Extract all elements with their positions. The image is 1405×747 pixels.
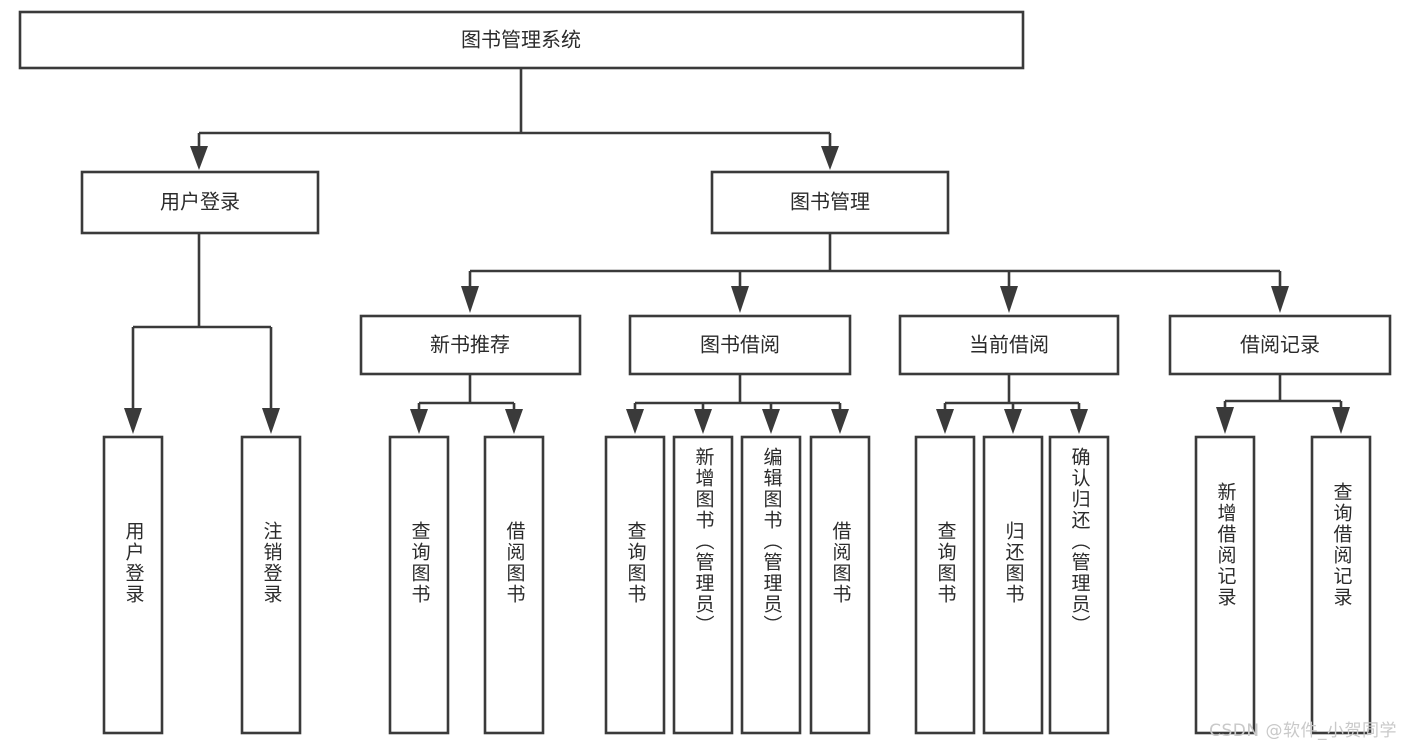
node-current-borrow-label: 当前借阅: [969, 333, 1049, 357]
arrow-bookborrow-leaf-2: [694, 409, 712, 434]
leaf-box-current-borrow-1[interactable]: [914, 435, 976, 735]
leaf-box-borrow-record-2[interactable]: [1310, 435, 1372, 735]
arrow-currentborrow-leaf-3: [1070, 409, 1088, 434]
arrow-newbook-leaf-1: [410, 409, 428, 434]
connector-group-book-management: [461, 233, 1289, 313]
arrow-user-leaf-1: [124, 408, 142, 434]
arrow-currentborrow-leaf-1: [936, 409, 954, 434]
arrow-to-user-login: [190, 146, 208, 170]
connector-group-book-borrow: [626, 374, 849, 434]
arrow-bookborrow-leaf-1: [626, 409, 644, 434]
arrow-borrowrecord-leaf-1: [1216, 407, 1234, 434]
arrow-to-current-borrow: [1000, 286, 1018, 313]
node-borrow-record-box[interactable]: [1168, 314, 1392, 376]
csdn-watermark: CSDN @软件_小贺同学: [1209, 721, 1397, 741]
arrow-user-leaf-2: [262, 408, 280, 434]
arrow-to-book-borrow: [731, 286, 749, 313]
node-new-book-recommend-box[interactable]: [359, 314, 582, 376]
node-user-login-box[interactable]: [80, 170, 320, 235]
connector-group-root: [190, 68, 839, 170]
connector-group-current-borrow: [936, 374, 1088, 434]
node-borrow-record-label: 借阅记录: [1240, 333, 1320, 357]
arrow-bookborrow-leaf-3: [762, 409, 780, 434]
node-new-book-recommend-label: 新书推荐: [430, 333, 510, 357]
leaf-box-book-borrow-4[interactable]: [809, 435, 871, 735]
leaf-box-book-borrow-2[interactable]: [672, 435, 734, 735]
node-root-label: 图书管理系统: [461, 28, 581, 52]
arrow-currentborrow-leaf-2: [1004, 409, 1022, 434]
leaf-box-book-borrow-1[interactable]: [604, 435, 666, 735]
arrow-to-book-management: [821, 146, 839, 170]
arrow-newbook-leaf-2: [505, 409, 523, 434]
node-book-management-label: 图书管理: [790, 190, 870, 214]
leaf-box-book-borrow-3[interactable]: [740, 435, 802, 735]
connector-group-user-login: [124, 233, 280, 434]
leaf-box-borrow-record-1[interactable]: [1194, 435, 1256, 735]
arrow-to-borrow-record: [1271, 286, 1289, 313]
leaf-box-new-book-2[interactable]: [483, 435, 545, 735]
node-root-box[interactable]: [18, 10, 1025, 70]
leaf-box-user-login-1[interactable]: [102, 435, 164, 735]
leaf-box-user-login-2[interactable]: [240, 435, 302, 735]
node-current-borrow-box[interactable]: [898, 314, 1120, 376]
node-book-borrow-box[interactable]: [628, 314, 852, 376]
leaf-box-current-borrow-2[interactable]: [982, 435, 1044, 735]
node-book-management-box[interactable]: [710, 170, 950, 235]
connector-group-new-book: [410, 374, 523, 434]
arrow-to-new-book: [461, 286, 479, 313]
node-book-borrow-label: 图书借阅: [700, 333, 780, 357]
connector-group-borrow-record: [1216, 374, 1350, 434]
leaf-box-current-borrow-3[interactable]: [1048, 435, 1110, 735]
arrow-borrowrecord-leaf-2: [1332, 407, 1350, 434]
node-user-login-label: 用户登录: [160, 190, 240, 214]
leaf-box-new-book-1[interactable]: [388, 435, 450, 735]
arrow-bookborrow-leaf-4: [831, 409, 849, 434]
